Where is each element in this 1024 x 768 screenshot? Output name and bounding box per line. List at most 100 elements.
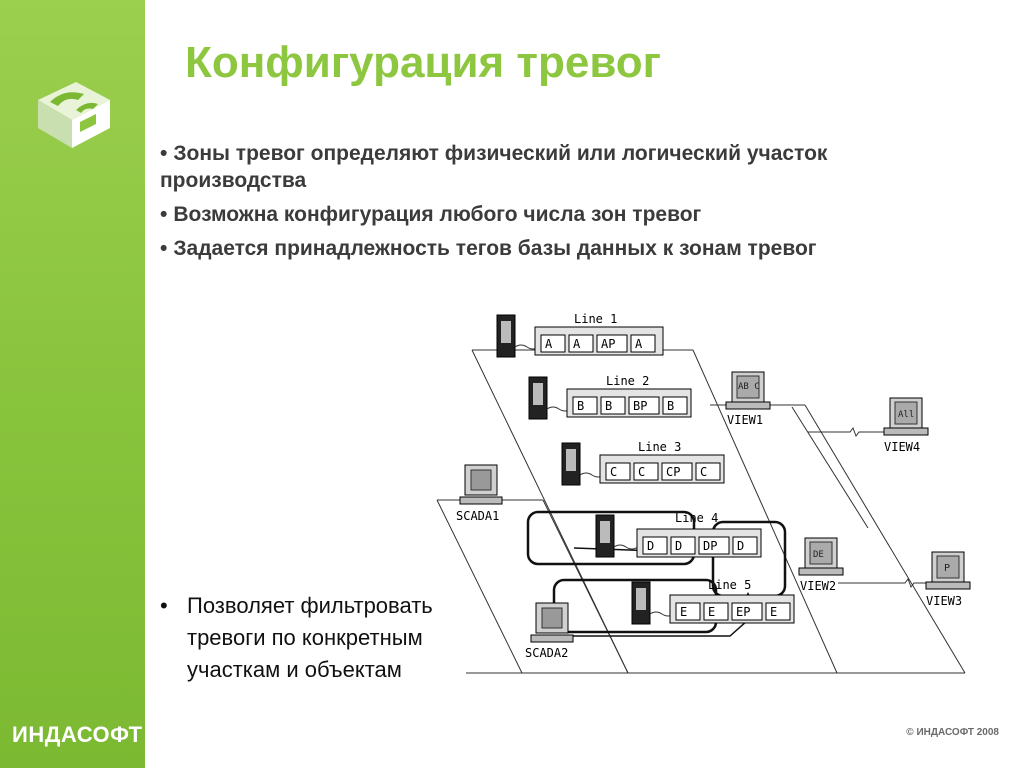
cell-box — [596, 334, 628, 353]
bullet-text: Задается принадлежность тегов базы данны… — [173, 237, 817, 260]
keyboard-icon — [725, 401, 771, 410]
cell-box — [628, 396, 660, 415]
network-link — [791, 406, 869, 529]
production-line: Line 4 D D DP D — [595, 511, 762, 558]
cell-label: A — [573, 337, 581, 351]
cell-label: D — [737, 539, 744, 553]
cell-label: B — [577, 399, 584, 413]
monitor-screen — [936, 555, 960, 579]
cell-box — [540, 334, 566, 353]
production-line: Line 3 C C CP C — [561, 440, 725, 486]
cell-box — [630, 334, 656, 353]
line-label: Line 4 — [675, 511, 718, 525]
bullet-dot: • — [160, 237, 168, 260]
cell-label: C — [638, 465, 645, 479]
keyboard-icon — [459, 496, 503, 505]
station-label: SCADA2 — [525, 646, 568, 660]
sidebar: ИНДАСОФТ — [0, 0, 145, 768]
production-line: Line 2 B B BP B — [528, 374, 692, 420]
cell-box — [633, 462, 659, 481]
station-label: VIEW1 — [727, 413, 763, 427]
view4-station: All VIEW4 — [883, 397, 929, 454]
scada2-station: SCADA2 — [525, 602, 574, 660]
bullet-list: •Зоны тревог определяют физический или л… — [160, 140, 900, 269]
station-label: VIEW2 — [800, 579, 836, 593]
keyboard-icon — [883, 427, 929, 436]
cell-box — [698, 536, 730, 555]
keyboard-icon — [798, 567, 844, 576]
cell-label: A — [545, 337, 553, 351]
production-line: Line 1 A A AP A — [496, 312, 664, 358]
network-link — [838, 577, 930, 589]
line-label: Line 5 — [708, 578, 751, 592]
keyboard-icon — [530, 634, 574, 643]
server-panel — [533, 383, 543, 405]
cell-label: B — [605, 399, 612, 413]
cell-box — [732, 536, 758, 555]
bullet-dot: • — [160, 203, 168, 226]
server-panel — [566, 449, 576, 471]
monitor-screen — [894, 401, 918, 425]
cell-box — [765, 602, 791, 621]
cell-label: E — [770, 605, 777, 619]
server-panel — [636, 588, 646, 610]
view2-station: DE VIEW2 — [798, 537, 844, 593]
cell-label: D — [675, 539, 682, 553]
server-panel — [600, 521, 610, 543]
cell-box — [695, 462, 721, 481]
bullet-item: •Возможна конфигурация любого числа зон … — [160, 201, 900, 228]
monitor-screen-label: AB C — [738, 382, 760, 392]
monitor-screen-label: P — [944, 563, 950, 574]
cell-label: E — [680, 605, 687, 619]
brand-name: ИНДАСОФТ — [12, 722, 143, 747]
bullet-item: •Задается принадлежность тегов базы данн… — [160, 235, 900, 262]
bullet-dot: • — [160, 142, 168, 165]
bullet-dot: • — [160, 593, 168, 618]
monitor-screen — [809, 541, 833, 565]
slide-title: Конфигурация тревог — [185, 38, 661, 87]
cell-box — [605, 462, 631, 481]
line-label: Line 1 — [574, 312, 617, 326]
cell-box — [703, 602, 729, 621]
cell-box — [661, 462, 693, 481]
cell-box — [568, 334, 594, 353]
cell-box — [572, 396, 598, 415]
filter-text: Позволяет фильтровать тревоги по конкрет… — [187, 593, 433, 682]
indasoft-logo-icon — [38, 82, 110, 148]
network-link — [808, 426, 888, 438]
cell-label: B — [667, 399, 674, 413]
monitor-screen-label: All — [898, 410, 914, 420]
line-label: Line 3 — [638, 440, 681, 454]
cell-label: D — [647, 539, 654, 553]
station-label: VIEW4 — [884, 440, 920, 454]
cable — [613, 544, 639, 550]
cell-label: A — [635, 337, 643, 351]
monitor-screen — [470, 469, 492, 491]
station-label: SCADA1 — [456, 509, 499, 523]
copyright: © ИНДАСОФТ 2008 — [906, 727, 999, 738]
production-line: Line 5 E E EP E — [631, 578, 795, 625]
monitor-screen — [736, 375, 760, 399]
cell-box — [600, 396, 626, 415]
monitor-screen — [541, 607, 563, 629]
cell-label: DP — [703, 539, 717, 553]
bullet-text: Возможна конфигурация любого числа зон т… — [173, 203, 702, 226]
cell-box — [662, 396, 688, 415]
cell-label: BP — [633, 399, 647, 413]
cell-label: CP — [666, 465, 680, 479]
cell-box — [670, 536, 696, 555]
bullet-text: Зоны тревог определяют физический или ло… — [160, 142, 828, 192]
view3-station: P VIEW3 — [925, 551, 971, 608]
monitor-screen-label: DE — [813, 550, 824, 560]
cell-box — [675, 602, 701, 621]
cell-label: C — [610, 465, 617, 479]
cell-box — [642, 536, 668, 555]
cell-label: AP — [601, 337, 615, 351]
scada1-station: SCADA1 — [456, 464, 503, 523]
station-label: VIEW3 — [926, 594, 962, 608]
bullet-item: •Зоны тревог определяют физический или л… — [160, 140, 900, 194]
server-panel — [501, 321, 511, 343]
keyboard-icon — [925, 581, 971, 590]
line-label: Line 2 — [606, 374, 649, 388]
cell-box — [731, 602, 763, 621]
